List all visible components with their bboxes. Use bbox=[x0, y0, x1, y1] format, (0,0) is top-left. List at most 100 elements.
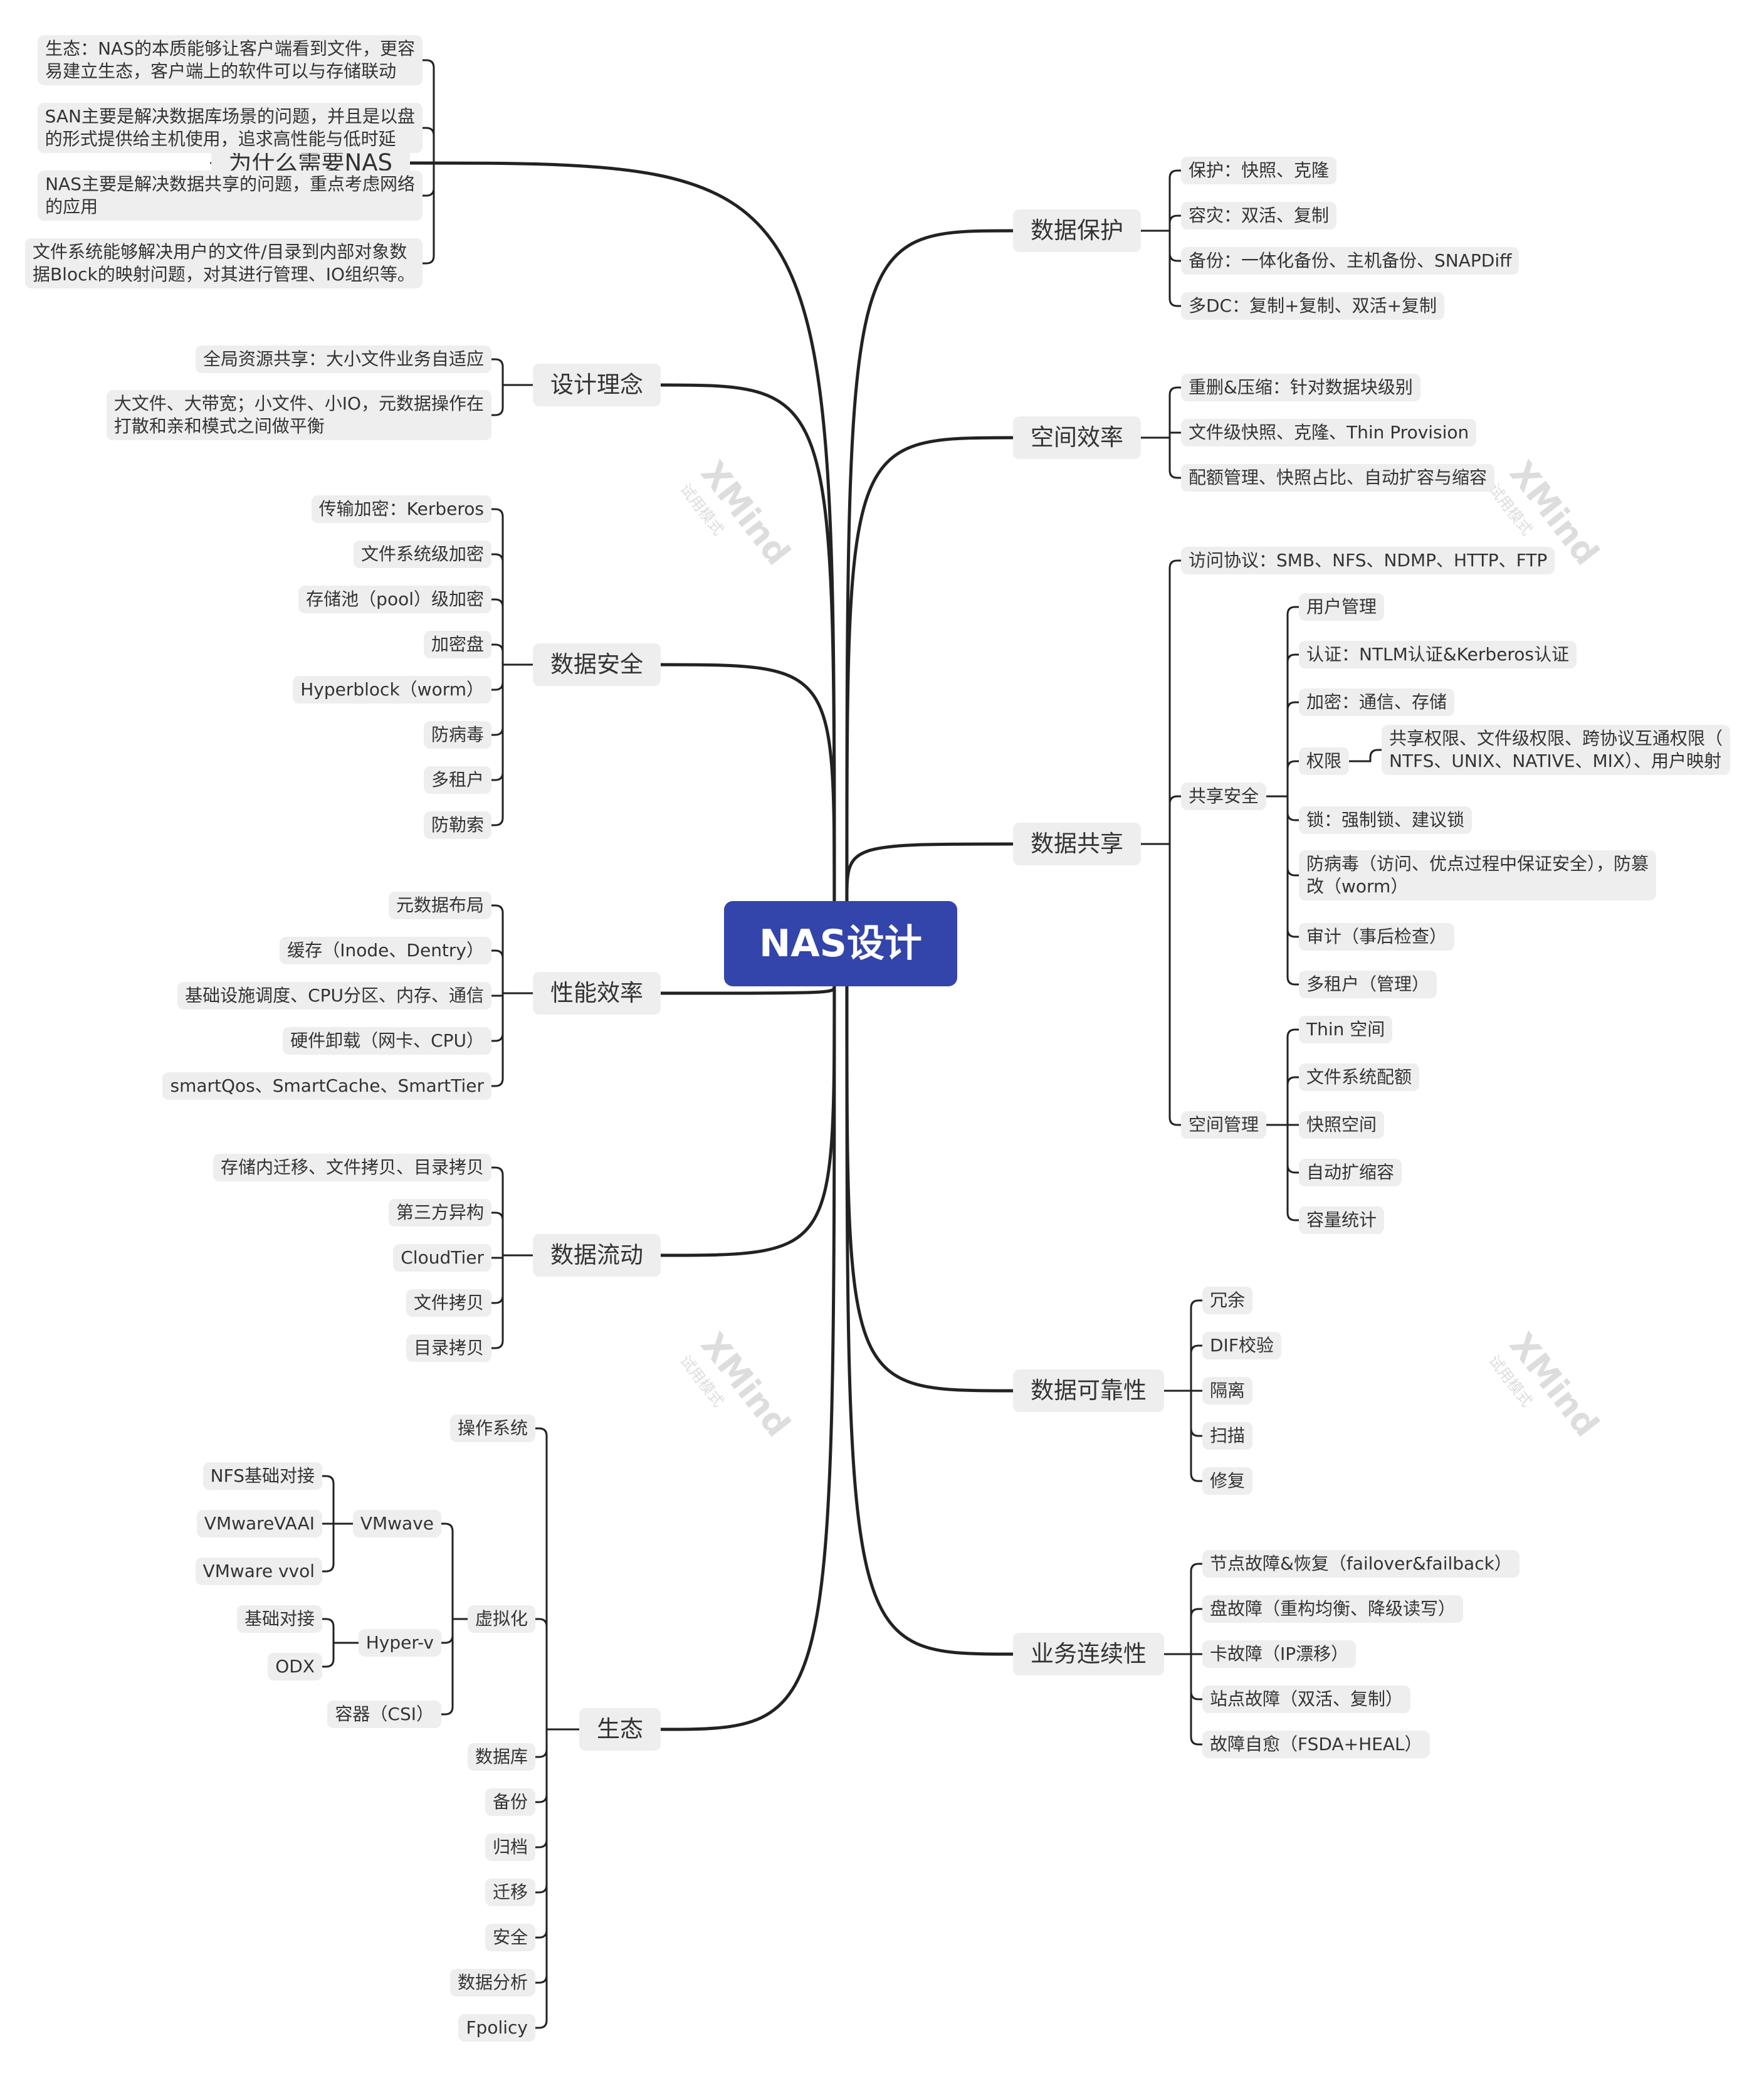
topic-space-2[interactable]: 文件级快照、克隆、Thin Provision bbox=[1181, 419, 1477, 446]
topic-share-sec-5[interactable]: 锁：强制锁、建议锁 bbox=[1299, 806, 1473, 834]
topic-eco-csi[interactable]: 容器（CSI） bbox=[327, 1701, 441, 1728]
topic-security-5[interactable]: Hyperblock（worm） bbox=[293, 676, 491, 704]
connector-line bbox=[845, 984, 1015, 1656]
topic-performance-1[interactable]: 元数据布局 bbox=[388, 892, 491, 919]
topic-share-space-4[interactable]: 自动扩缩容 bbox=[1299, 1159, 1402, 1186]
topic-eco-archive[interactable]: 归档 bbox=[485, 1833, 535, 1861]
topic-share-space-3[interactable]: 快照空间 bbox=[1299, 1111, 1385, 1139]
topic-eco-security[interactable]: 安全 bbox=[485, 1924, 535, 1951]
topic-rel-5[interactable]: 修复 bbox=[1202, 1467, 1253, 1495]
topic-security-6[interactable]: 防病毒 bbox=[423, 721, 491, 749]
connector-line bbox=[845, 842, 1015, 903]
connector-line bbox=[421, 127, 435, 164]
topic-share-security[interactable]: 共享安全 bbox=[1181, 783, 1267, 810]
topic-protect-1[interactable]: 保护：快照、克隆 bbox=[1181, 157, 1337, 184]
topic-protect-3[interactable]: 备份：一体化备份、主机备份、SNAPDiff bbox=[1181, 247, 1520, 275]
topic-cont-4[interactable]: 站点故障（双活、复制） bbox=[1202, 1685, 1411, 1713]
topic-eco-migration[interactable]: 迁移 bbox=[485, 1879, 535, 1906]
connector-line bbox=[659, 663, 836, 903]
branch-reliability[interactable]: 数据可靠性 bbox=[1013, 1369, 1164, 1412]
topic-space-1[interactable]: 重删&压缩：针对数据块级别 bbox=[1181, 374, 1420, 401]
topic-eco-nfs-basic[interactable]: NFS基础对接 bbox=[202, 1462, 322, 1490]
topic-share-sec-6[interactable]: 防病毒（访问、优点过程中保证安全），防篡 改（worm） bbox=[1299, 850, 1657, 900]
topic-protect-4[interactable]: 多DC：复制+复制、双活+复制 bbox=[1181, 292, 1445, 320]
topic-cont-5[interactable]: 故障自愈（FSDA+HEAL） bbox=[1202, 1731, 1430, 1758]
topic-why-nas-3[interactable]: NAS主要是解决数据共享的问题，重点考虑网络 的应用 bbox=[38, 171, 423, 221]
topic-performance-3[interactable]: 基础设施调度、CPU分区、内存、通信 bbox=[177, 982, 491, 1010]
topic-rel-4[interactable]: 扫描 bbox=[1202, 1422, 1253, 1450]
topic-share-sec-8[interactable]: 多租户（管理） bbox=[1299, 971, 1437, 998]
topic-performance-5[interactable]: smartQos、SmartCache、SmartTier bbox=[162, 1072, 491, 1100]
topic-performance-2[interactable]: 缓存（Inode、Dentry） bbox=[280, 937, 491, 964]
topic-eco-vmwave[interactable]: VMwave bbox=[352, 1510, 441, 1537]
branch-security[interactable]: 数据安全 bbox=[533, 643, 661, 686]
branch-space-efficiency[interactable]: 空间效率 bbox=[1013, 416, 1141, 459]
topic-why-nas-4[interactable]: 文件系统能够解决用户的文件/目录到内部对象数 据Block的映射问题，对其进行管… bbox=[24, 238, 423, 288]
connector-line bbox=[1190, 1653, 1204, 1701]
connector-line bbox=[1286, 795, 1300, 877]
connector-line bbox=[321, 1642, 335, 1668]
topic-share-space[interactable]: 空间管理 bbox=[1181, 1111, 1267, 1139]
topic-security-8[interactable]: 防勒索 bbox=[423, 811, 491, 839]
topic-eco-vaai[interactable]: VMwareVAAI bbox=[196, 1510, 322, 1537]
topic-share-sec-3[interactable]: 加密：通信、存储 bbox=[1299, 688, 1455, 716]
topic-performance-4[interactable]: 硬件卸载（网卡、CPU） bbox=[283, 1027, 491, 1055]
topic-flow-5[interactable]: 目录拷贝 bbox=[406, 1334, 491, 1362]
topic-cont-2[interactable]: 盘故障（重构均衡、降级读写） bbox=[1202, 1595, 1464, 1623]
topic-share-sec-1[interactable]: 用户管理 bbox=[1299, 593, 1385, 621]
connector-line bbox=[1168, 436, 1182, 479]
topic-security-3[interactable]: 存储池（pool）级加密 bbox=[298, 586, 491, 613]
topic-rel-1[interactable]: 冗余 bbox=[1202, 1287, 1253, 1314]
topic-flow-2[interactable]: 第三方异构 bbox=[388, 1199, 491, 1226]
topic-flow-1[interactable]: 存储内迁移、文件拷贝、目录拷贝 bbox=[213, 1154, 491, 1181]
topic-share-space-5[interactable]: 容量统计 bbox=[1299, 1206, 1385, 1234]
topic-rel-2[interactable]: DIF校验 bbox=[1202, 1332, 1281, 1359]
branch-design[interactable]: 设计理念 bbox=[533, 364, 661, 406]
topic-flow-3[interactable]: CloudTier bbox=[393, 1244, 491, 1272]
topic-security-1[interactable]: 传输加密：Kerberos bbox=[311, 495, 491, 523]
branch-data-sharing[interactable]: 数据共享 bbox=[1013, 823, 1141, 865]
topic-share-sec-7[interactable]: 审计（事后检查） bbox=[1299, 923, 1455, 951]
topic-security-2[interactable]: 文件系统级加密 bbox=[353, 541, 491, 568]
topic-why-nas-1[interactable]: 生态：NAS的本质能够让客户端看到文件，更容 易建立生态，客户端上的软件可以与存… bbox=[38, 35, 423, 85]
topic-eco-odx[interactable]: ODX bbox=[268, 1653, 322, 1680]
topic-why-nas-2[interactable]: SAN主要是解决数据库场景的问题，并且是以盘 的形式提供给主机使用，追求高性能与… bbox=[37, 103, 423, 153]
topic-space-3[interactable]: 配额管理、快照占比、自动扩容与缩容 bbox=[1181, 464, 1495, 492]
topic-eco-os[interactable]: 操作系统 bbox=[449, 1415, 535, 1442]
topic-eco-database[interactable]: 数据库 bbox=[467, 1743, 535, 1771]
topic-cont-1[interactable]: 节点故障&恢复（failover&failback） bbox=[1202, 1550, 1520, 1578]
topic-share-sec-permission-detail[interactable]: 共享权限、文件级权限、跨协议互通权限（ NTFS、UNIX、NATIVE、MIX… bbox=[1382, 725, 1731, 775]
branch-data-protection[interactable]: 数据保护 bbox=[1013, 209, 1141, 252]
topic-eco-fpolicy[interactable]: Fpolicy bbox=[458, 2014, 535, 2042]
connector-line bbox=[845, 229, 1015, 903]
topic-share-space-1[interactable]: Thin 空间 bbox=[1299, 1016, 1393, 1043]
connector-line bbox=[1286, 1124, 1300, 1174]
topic-eco-analytics[interactable]: 数据分析 bbox=[449, 1969, 535, 1996]
topic-share-sec-2[interactable]: 认证：NTLM认证&Kerberos认证 bbox=[1299, 641, 1577, 668]
topic-rel-3[interactable]: 隔离 bbox=[1202, 1377, 1253, 1405]
connector-line bbox=[1369, 749, 1383, 762]
branch-ecosystem[interactable]: 生态 bbox=[579, 1708, 661, 1751]
topic-eco-hyperv-basic[interactable]: 基础对接 bbox=[236, 1605, 322, 1633]
connector-line bbox=[1168, 214, 1182, 232]
topic-eco-backup[interactable]: 备份 bbox=[485, 1788, 535, 1816]
topic-flow-4[interactable]: 文件拷贝 bbox=[406, 1289, 491, 1317]
branch-performance[interactable]: 性能效率 bbox=[533, 972, 661, 1015]
topic-share-sec-permission[interactable]: 权限 bbox=[1299, 747, 1350, 775]
topic-design-2[interactable]: 大文件、大带宽；小文件、小IO，元数据操作在 打散和亲和模式之间做平衡 bbox=[106, 390, 491, 440]
topic-security-4[interactable]: 加密盘 bbox=[423, 631, 491, 658]
connector-line bbox=[1286, 701, 1300, 798]
topic-share-space-2[interactable]: 文件系统配额 bbox=[1299, 1063, 1420, 1091]
topic-protect-2[interactable]: 容灾：双活、复制 bbox=[1181, 202, 1337, 229]
topic-eco-vvol[interactable]: VMware vvol bbox=[195, 1558, 322, 1585]
branch-continuity[interactable]: 业务连续性 bbox=[1013, 1633, 1164, 1675]
topic-share-protocol[interactable]: 访问协议：SMB、NFS、NDMP、HTTP、FTP bbox=[1181, 547, 1555, 574]
topic-eco-hyperv[interactable]: Hyper-v bbox=[358, 1629, 441, 1657]
topic-security-7[interactable]: 多租户 bbox=[423, 766, 491, 794]
topic-eco-virtualization[interactable]: 虚拟化 bbox=[467, 1605, 535, 1633]
topic-design-1[interactable]: 全局资源共享：大小文件业务自适应 bbox=[195, 345, 491, 373]
connector-line bbox=[490, 663, 504, 781]
branch-data-flow[interactable]: 数据流动 bbox=[533, 1234, 661, 1277]
topic-cont-3[interactable]: 卡故障（IP漂移） bbox=[1202, 1640, 1357, 1668]
root-topic[interactable]: NAS设计 bbox=[724, 901, 957, 986]
